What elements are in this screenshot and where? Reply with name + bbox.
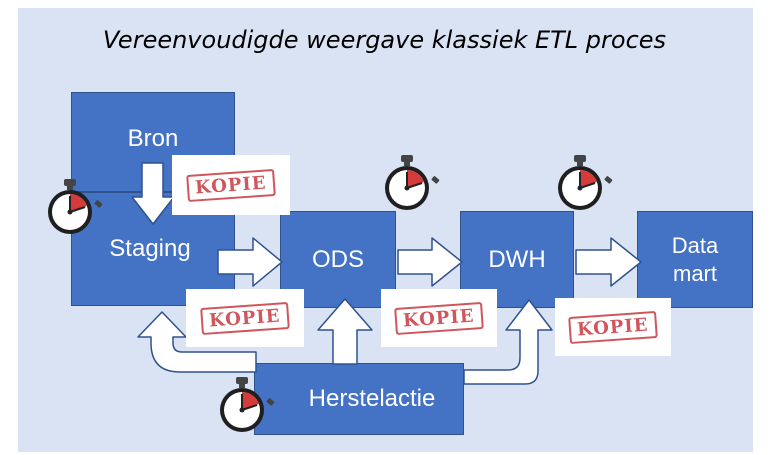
stopwatch-icon	[557, 154, 614, 211]
datamart-label-line2: mart	[673, 260, 717, 286]
bron-label: Bron	[127, 125, 179, 152]
arrow-staging-ods	[217, 237, 283, 287]
kopie-stamp: KOPIE	[186, 289, 304, 347]
herstelactie-label: Herstelactie	[308, 385, 436, 412]
ods-label: ODS	[311, 245, 364, 273]
staging-label: Staging	[109, 235, 191, 262]
datamart-box: Data mart	[637, 211, 753, 308]
kopie-stamp: KOPIE	[555, 298, 671, 356]
herstelactie-box: Herstelactie	[254, 363, 464, 435]
stopwatch-icon	[219, 376, 276, 433]
diagram-title: Vereenvoudigde weergave klassiek ETL pro…	[102, 26, 667, 54]
datamart-label-line1: Data	[671, 232, 719, 258]
stopwatch-icon	[47, 178, 104, 235]
arrow-ods-dwh	[397, 237, 463, 287]
kopie-stamp: KOPIE	[172, 155, 290, 215]
arrow-herstel-dwh	[463, 299, 553, 385]
arrow-herstel-ods	[317, 298, 373, 365]
stopwatch-icon	[384, 154, 441, 211]
arrow-herstel-staging	[137, 311, 257, 373]
arrow-bron-staging	[131, 162, 175, 225]
arrow-dwh-datamart	[575, 237, 642, 287]
dwh-label: DWH	[488, 245, 546, 273]
kopie-stamp: KOPIE	[381, 289, 497, 347]
